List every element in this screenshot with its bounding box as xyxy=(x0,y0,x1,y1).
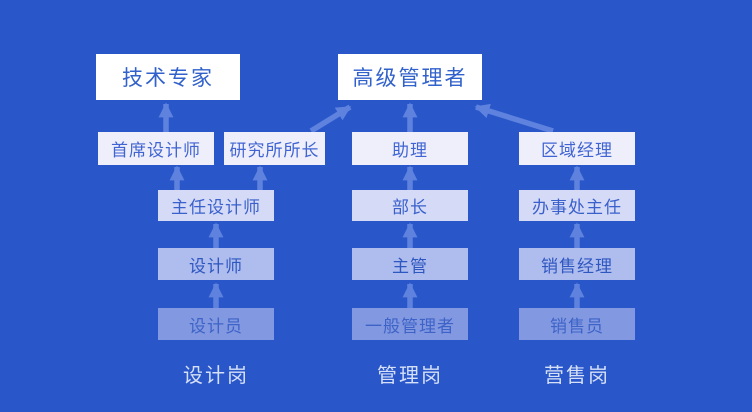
node-chief-designer: 首席设计师 xyxy=(98,132,214,165)
column-label-design-track: 设计岗 xyxy=(183,363,249,387)
column-label-management-track: 管理岗 xyxy=(377,363,443,387)
node-supervisor: 主管 xyxy=(352,248,468,280)
arrow-regional-manager-to-senior-manager xyxy=(474,103,554,134)
arrow-institute-director-to-senior-manager xyxy=(309,104,352,134)
column-label-sales-track: 营售岗 xyxy=(544,363,610,387)
node-sales-manager: 销售经理 xyxy=(519,248,635,280)
node-institute-director: 研究所所长 xyxy=(224,132,325,165)
node-junior-designer: 设计员 xyxy=(158,308,274,340)
node-director-designer: 主任设计师 xyxy=(158,190,274,221)
node-designer: 设计师 xyxy=(158,248,274,280)
node-assistant: 助理 xyxy=(352,132,468,165)
node-salesperson: 销售员 xyxy=(519,308,635,340)
node-senior-manager: 高级管理者 xyxy=(338,54,482,100)
node-tech-expert: 技术专家 xyxy=(96,54,240,100)
node-office-director: 办事处主任 xyxy=(519,190,635,221)
node-department-head: 部长 xyxy=(352,190,468,221)
node-general-manager: 一般管理者 xyxy=(352,308,468,340)
node-regional-manager: 区域经理 xyxy=(519,132,635,165)
